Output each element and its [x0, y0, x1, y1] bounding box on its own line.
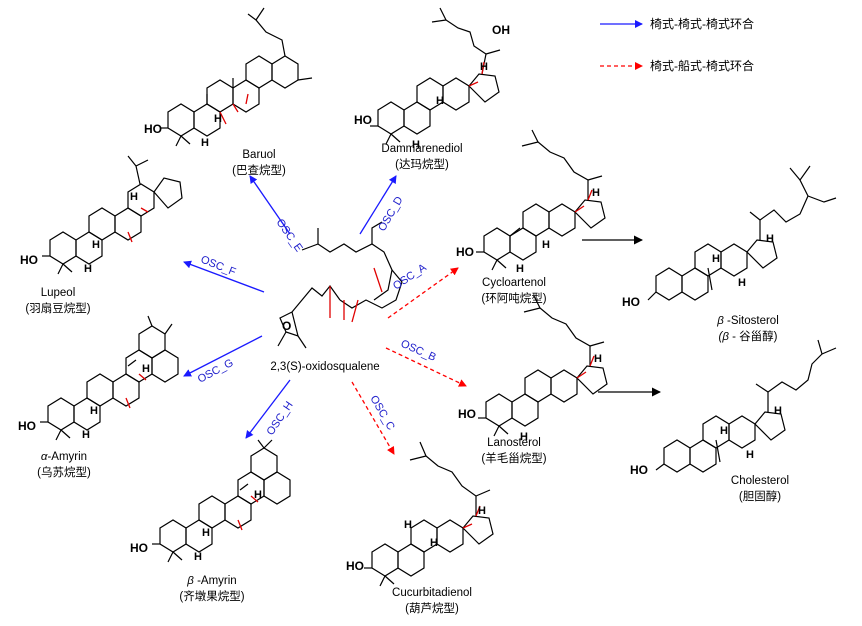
beta-amyrin-name: β -Amyrin: [186, 575, 236, 587]
lanosterol-h2: H: [594, 353, 602, 365]
alpha-amyrin-prefix: α: [41, 451, 48, 463]
dammarenediol-name: Dammarenediol: [381, 143, 462, 155]
cucurbitadienol-h3: H: [478, 505, 486, 517]
cycloartenol-h3: H: [592, 187, 600, 199]
cycloartenol-h1: H: [516, 263, 524, 275]
enzyme-osc-h: OSC_H: [265, 400, 296, 438]
enzyme-osc-e: OSC_E: [274, 217, 305, 254]
oxidosqualene-name: 2,3(S)-oxidosqualene: [270, 361, 379, 373]
alpha-amyrin-h3: H: [142, 363, 150, 375]
lanosterol-h1: H: [520, 431, 528, 443]
dammarenediol-h2: H: [436, 95, 444, 107]
dammarenediol-h1: H: [412, 139, 420, 151]
dammarenediol-structure: HO OH H H H: [354, 7, 510, 151]
cucurbitadienol-structure: HO H H H: [346, 441, 494, 587]
arrow-osc-d: [359, 175, 397, 235]
sitosterol-label: -Sitosterol: [724, 315, 779, 327]
alpha-amyrin-structure: HO H H H: [18, 315, 179, 441]
cholesterol-structure: HO H H H: [630, 339, 837, 477]
beta-amyrin-prefix: β: [186, 575, 194, 587]
cholesterol-ho: HO: [630, 463, 648, 477]
dammarenediol-ho: HO: [354, 113, 372, 127]
cholesterol-h2: H: [746, 449, 754, 461]
sitosterol-name: β -Sitosterol: [716, 315, 779, 327]
cycloartenol-type: (环阿吨烷型): [481, 291, 546, 305]
pathway-arrows: [183, 175, 661, 455]
lupeol-h1: H: [84, 263, 92, 275]
lupeol-name: Lupeol: [41, 287, 76, 299]
legend-boat-label: 椅式-船式-椅式环合: [650, 58, 754, 73]
cucurbitadienol-name: Cucurbitadienol: [392, 587, 472, 599]
legend-chair-label: 椅式-椅式-椅式环合: [650, 16, 754, 31]
arrow-osc-f: [183, 260, 265, 293]
cholesterol-h3: H: [774, 405, 782, 417]
cycloartenol-name: Cycloartenol: [482, 277, 546, 289]
lupeol-structure: HO H H H: [20, 155, 183, 275]
beta-amyrin-type: (齐墩果烷型): [179, 589, 244, 603]
alpha-amyrin-name: α-Amyrin: [41, 451, 87, 463]
sitosterol-h2: H: [738, 277, 746, 289]
lanosterol-type: (羊毛甾烷型): [481, 451, 546, 465]
sitosterol-type-prefix: (β: [719, 331, 730, 343]
sitosterol-structure: HO H H H: [622, 165, 837, 309]
cucurbitadienol-ho: HO: [346, 559, 364, 573]
oxidosqualene-structure: O: [277, 221, 403, 349]
beta-amyrin-h3: H: [254, 489, 262, 501]
cholesterol-h1: H: [720, 425, 728, 437]
cholesterol-name: Cholesterol: [731, 475, 789, 487]
alpha-amyrin-h1: H: [82, 429, 90, 441]
sitosterol-type-rest: - 谷甾醇): [729, 329, 778, 343]
alpha-amyrin-type: (乌苏烷型): [37, 465, 91, 479]
oxidosqualene-oxygen: O: [282, 319, 291, 333]
lupeol-h3: H: [130, 191, 138, 203]
arrow-osc-g: [183, 335, 263, 377]
arrow-osc-a: [387, 267, 459, 319]
lupeol-ho: HO: [20, 253, 38, 267]
arrow-osc-h: [245, 379, 291, 439]
beta-amyrin-h1: H: [194, 551, 202, 563]
arrow-osc-e: [249, 175, 291, 235]
cucurbitadienol-h1: H: [404, 519, 412, 531]
lanosterol-name: Lanosterol: [487, 437, 541, 449]
dammarenediol-type: (达玛烷型): [395, 157, 449, 171]
dammarenediol-oh: OH: [492, 23, 510, 37]
cholesterol-type: (胆固醇): [739, 489, 781, 503]
beta-amyrin-ho: HO: [130, 541, 148, 555]
baruol-ho: HO: [144, 122, 162, 136]
enzyme-osc-g: OSC_G: [196, 357, 236, 386]
dammarenediol-h3: H: [480, 61, 488, 73]
beta-amyrin-structure: HO H H H: [130, 439, 291, 563]
cucurbitadienol-type: (葫芦烷型): [405, 601, 459, 615]
sitosterol-h1: H: [712, 253, 720, 265]
lanosterol-structure: HO H H: [458, 295, 608, 443]
sitosterol-h3: H: [766, 233, 774, 245]
baruol-type: (巴查烷型): [232, 163, 286, 177]
legend: 椅式-椅式-椅式环合 椅式-船式-椅式环合: [600, 16, 754, 73]
arrow-osc-b: [385, 347, 467, 387]
lupeol-h2: H: [92, 239, 100, 251]
enzyme-osc-a: OSC_A: [391, 261, 429, 292]
alpha-amyrin-ho: HO: [18, 419, 36, 433]
sitosterol-ho: HO: [622, 295, 640, 309]
enzyme-osc-b: OSC_B: [399, 338, 438, 364]
enzyme-osc-c: OSC_C: [367, 394, 396, 433]
baruol-h2: H: [214, 113, 222, 125]
cucurbitadienol-h2: H: [430, 537, 438, 549]
cycloartenol-structure: HO H H H: [456, 129, 606, 275]
beta-amyrin-h2: H: [202, 527, 210, 539]
cycloartenol-ho: HO: [456, 245, 474, 259]
cycloartenol-h2: H: [542, 239, 550, 251]
alpha-amyrin-h2: H: [90, 405, 98, 417]
baruol-h1: H: [201, 137, 209, 149]
alpha-amyrin-label: -Amyrin: [47, 451, 87, 463]
sitosterol-type: (β - 谷甾醇): [719, 329, 778, 343]
lanosterol-ho: HO: [458, 407, 476, 421]
baruol-name: Baruol: [242, 149, 275, 161]
lupeol-type: (羽扇豆烷型): [25, 301, 90, 315]
sitosterol-prefix: β: [716, 315, 724, 327]
beta-amyrin-label: -Amyrin: [194, 575, 237, 587]
baruol-structure: HO H H: [144, 7, 313, 149]
